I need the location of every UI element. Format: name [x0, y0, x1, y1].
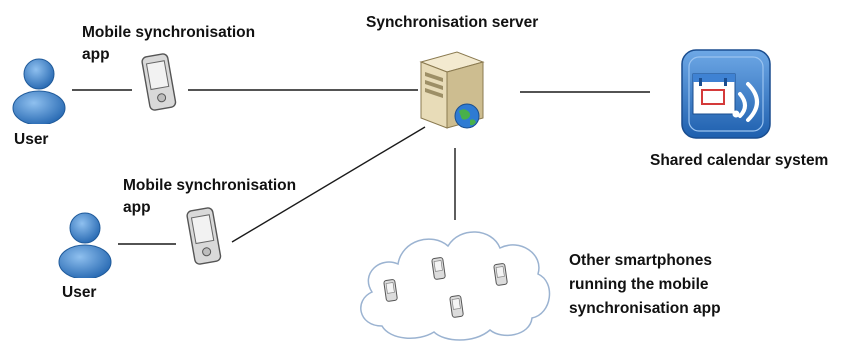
user-label-top: User — [14, 131, 49, 148]
phone-top — [137, 52, 181, 114]
cloud-label-line3: synchronisation app — [569, 300, 721, 317]
server-node — [413, 48, 497, 136]
server-label: Synchronisation server — [366, 14, 539, 31]
user-icon — [12, 58, 66, 124]
cloud-phone-4 — [449, 295, 464, 318]
user-icon — [58, 212, 112, 278]
app-label-bottom-line2: app — [123, 199, 151, 216]
calendar-icon — [681, 49, 771, 139]
cloud-phone-3 — [493, 263, 508, 286]
app-label-top-line2: app — [82, 46, 110, 63]
link-phone-bottom-to-server — [231, 126, 426, 243]
user-bottom — [56, 206, 114, 278]
user-label-bottom: User — [62, 284, 97, 301]
smartphone-cloud — [352, 214, 556, 344]
cloud-phone-2 — [431, 257, 446, 280]
cloud-icon — [360, 231, 551, 341]
smartphone-icon — [186, 207, 222, 265]
calendar-node — [676, 44, 776, 144]
server-icon — [419, 51, 485, 129]
user-top — [10, 52, 68, 124]
app-label-bottom-line1: Mobile synchronisation — [123, 177, 297, 194]
phone-bottom — [182, 206, 226, 268]
cloud-phone-1 — [383, 279, 398, 302]
calendar-label: Shared calendar system — [650, 152, 829, 169]
cloud-label-line1: Other smartphones — [569, 252, 712, 269]
smartphone-icon — [141, 53, 177, 111]
app-label-top-line1: Mobile synchronisation — [82, 24, 256, 41]
cloud-label-line2: running the mobile — [569, 276, 709, 293]
